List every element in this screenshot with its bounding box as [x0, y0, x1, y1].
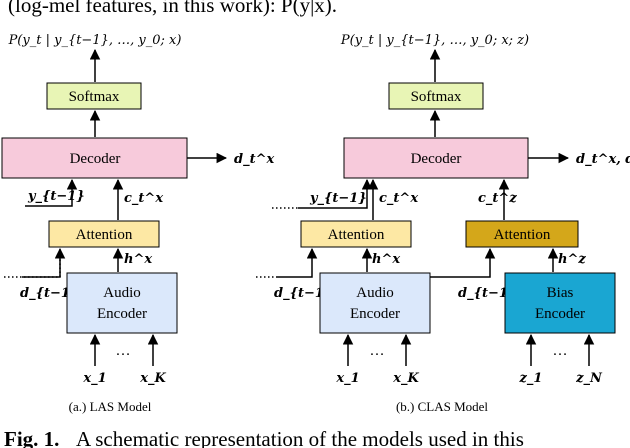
- las-encoder-out-label: h^x: [124, 252, 152, 267]
- clas-output-label: P(y_t | y_{t−1}, …, y_0; x; z): [340, 33, 529, 48]
- clas-bias-encoder-line2: Encoder: [535, 306, 585, 322]
- las-attention-block: [48, 220, 160, 248]
- clas-prev-state-x-arrow: [276, 247, 318, 278]
- clas-bias-attention-block: [465, 220, 579, 248]
- clas-input-z-first-label: z_1: [519, 371, 543, 386]
- las-prev-state-arrow: [22, 247, 66, 278]
- clas-bias-attention-label: Attention: [494, 227, 551, 243]
- figure-caption-text: A schematic representation of the models…: [76, 427, 524, 448]
- las-decoder-block: [1, 137, 188, 179]
- clas-input-z-last-label: z_N: [575, 371, 603, 386]
- clas-context-z-label: c_t^z: [478, 191, 517, 206]
- las-input-first-label: x_1: [82, 371, 106, 386]
- las-softmax-block: [46, 82, 142, 110]
- clas-prev-output-arrow: [298, 178, 373, 209]
- las-softmax-label: Softmax: [69, 89, 120, 105]
- clas-prev-state-z-arrow: [430, 247, 496, 278]
- clas-encoder-out-z-label: h^z: [558, 252, 586, 267]
- clas-input-z-ellipsis: …: [553, 343, 568, 359]
- clas-input-x-last-label: x_K: [392, 371, 419, 386]
- las-audio-encoder-line1: Audio: [103, 285, 141, 301]
- clas-audio-attention-label: Attention: [328, 227, 385, 243]
- las-attention-label: Attention: [76, 227, 133, 243]
- clas-audio-encoder-line2: Encoder: [350, 306, 400, 322]
- clas-audio-encoder-block: [319, 272, 431, 334]
- las-prev-state-dotted: [4, 249, 61, 278]
- las-prev-output-label: y_{t−1}: [27, 189, 85, 204]
- clas-decoder-block: [343, 137, 529, 179]
- clas-input-x-first-label: x_1: [335, 371, 359, 386]
- las-audio-encoder-line2: Encoder: [97, 306, 147, 322]
- las-prev-output-arrow: [25, 178, 78, 207]
- las-context-label: c_t^x: [124, 191, 163, 206]
- las-input-ellipsis: …: [116, 343, 131, 359]
- clas-softmax-block: [388, 82, 484, 110]
- clas-bias-encoder-line1: Bias: [547, 285, 574, 301]
- clas-prev-output-label: y_{t−1}: [309, 191, 367, 206]
- clas-model: P(y_t | y_{t−1}, …, y_0; x; z) Softmax D…: [256, 33, 630, 414]
- las-decoder-out-label: d_t^x: [234, 152, 274, 167]
- las-decoder-label: Decoder: [70, 151, 121, 167]
- clas-caption: (b.) CLAS Model: [396, 399, 488, 414]
- las-output-label: P(y_t | y_{t−1}, …, y_0; x): [8, 33, 182, 48]
- las-model: P(y_t | y_{t−1}, …, y_0; x) Softmax Deco…: [1, 33, 274, 414]
- las-audio-encoder-block: [66, 272, 178, 334]
- las-input-last-label: x_K: [139, 371, 166, 386]
- header-text: (log-mel features, in this work): P(y|x)…: [8, 0, 337, 17]
- clas-decoder-out-label: d_t^x, d_t^z: [576, 152, 630, 167]
- clas-input-x-ellipsis: …: [370, 343, 385, 359]
- clas-encoder-out-x-label: h^x: [372, 252, 400, 267]
- clas-context-x-label: c_t^x: [379, 191, 418, 206]
- figure-caption-label: Fig. 1.: [4, 427, 59, 448]
- clas-audio-encoder-line1: Audio: [356, 285, 394, 301]
- clas-decoder-label: Decoder: [411, 151, 462, 167]
- clas-softmax-label: Softmax: [411, 89, 462, 105]
- clas-bias-encoder-block: [504, 272, 616, 334]
- las-caption: (a.) LAS Model: [69, 399, 152, 414]
- clas-audio-attention-block: [300, 220, 412, 248]
